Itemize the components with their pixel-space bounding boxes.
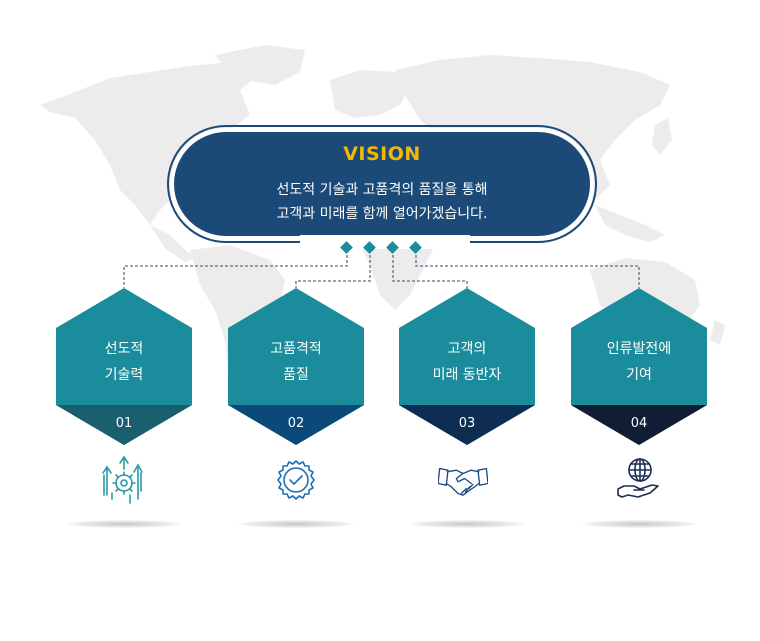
vision-title: VISION [343,143,421,165]
hexagon-shape [571,288,707,445]
hexagon-shape [228,288,364,445]
hexagon-shape [56,288,192,445]
value-card-2: 고품격적 품질 02 [228,288,364,449]
vision-pill [174,132,590,236]
gear-arrows-icon [102,455,143,504]
value-label: 고품격적 품질 [270,341,322,383]
value-number: 04 [630,416,648,431]
card-shadow-1 [66,520,182,528]
quality-badge-check-icon [277,460,315,500]
value-card-3: 고객의 미래 동반자 03 [399,288,535,449]
vision-statement: 선도적 기술과 고품격의 품질을 통해 고객과 미래를 함께 열어가겠습니다. [174,178,590,226]
card-shadow-4 [581,520,697,528]
value-label: 고객의 미래 동반자 [432,341,502,383]
value-card-4: 인류발전에 기여 04 [571,288,707,449]
value-card-1: 선도적 기술력 01 [56,288,192,449]
value-number: 02 [287,416,305,431]
card-shadow-2 [238,520,354,528]
handshake-icon [438,467,488,496]
card-shadow-3 [409,520,525,528]
value-label: 선도적 기술력 [104,341,144,383]
value-number: 01 [115,416,133,431]
value-label: 인류발전에 기여 [606,341,672,383]
value-number: 03 [458,416,476,431]
hexagon-shape [399,288,535,445]
vision-statement-line-2: 고객과 미래를 함께 열어가겠습니다. [276,206,488,222]
vision-statement-line-1: 선도적 기술과 고품격의 품질을 통해 [276,182,488,198]
globe-in-hand-icon [617,458,659,498]
